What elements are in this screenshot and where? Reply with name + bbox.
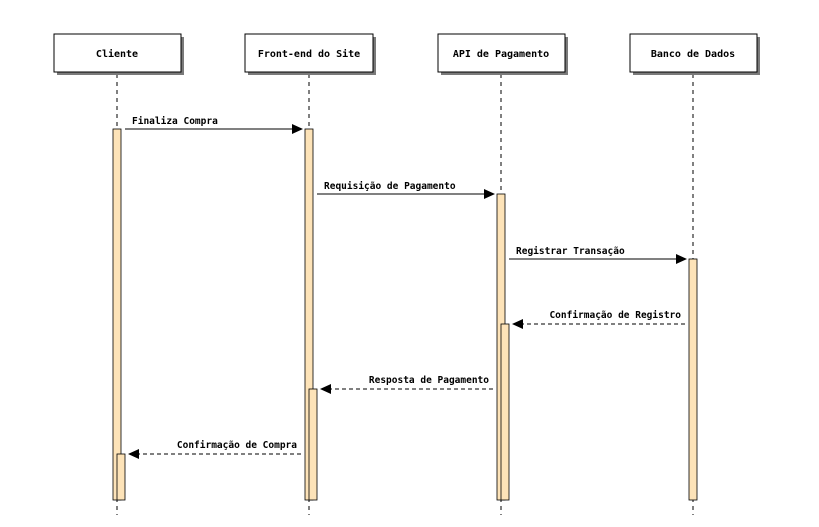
arrow-right-icon [676,254,687,264]
participant-api: API de Pagamento [437,33,568,75]
activation-cliente-return [116,453,126,501]
arrow-right-icon [484,189,495,199]
participant-frontend: Front-end do Site [244,33,376,75]
message-label: Confirmação de Compra [177,440,297,451]
activation-banco [688,258,698,501]
activation-frontend-return [308,388,318,501]
participant-label-api: API de Pagamento [453,49,549,60]
participant-cliente: Cliente [53,33,184,75]
message-requisicao-pagamento: Requisição de Pagamento [317,181,495,199]
message-finaliza-compra: Finaliza Compra [125,116,303,134]
message-label: Resposta de Pagamento [369,375,489,386]
arrow-left-icon [512,319,523,329]
arrow-left-icon [320,384,331,394]
message-registrar-transacao: Registrar Transação [509,246,687,264]
participant-label-cliente: Cliente [96,48,138,60]
arrow-right-icon [292,124,303,134]
participant-label-frontend: Front-end do Site [258,48,360,60]
message-label: Requisição de Pagamento [324,181,456,192]
arrow-left-icon [128,449,139,459]
message-confirmacao-compra: Confirmação de Compra [128,440,301,459]
message-label: Finaliza Compra [132,116,218,127]
message-confirmacao-registro: Confirmação de Registro [512,310,685,329]
activation-cliente [112,128,122,501]
message-resposta-pagamento: Resposta de Pagamento [320,375,493,394]
participant-label-banco: Banco de Dados [651,49,735,60]
activation-api-return [500,323,510,501]
message-label: Confirmação de Registro [549,310,681,321]
participant-banco: Banco de Dados [629,33,760,75]
message-label: Registrar Transação [516,246,625,257]
activations [112,128,698,501]
